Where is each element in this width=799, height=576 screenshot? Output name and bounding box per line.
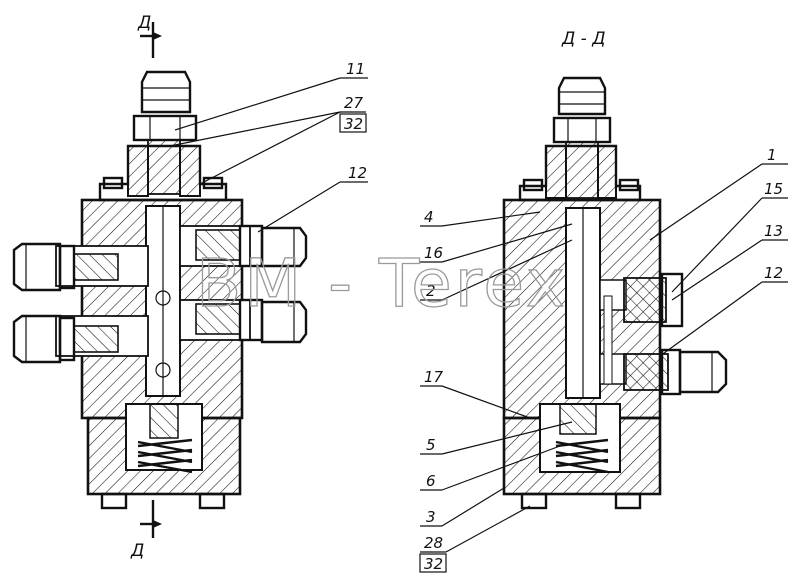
label-4: 4 bbox=[424, 208, 434, 226]
label-12-right: 12 bbox=[764, 264, 783, 282]
label-13: 13 bbox=[764, 222, 783, 240]
label-15: 15 bbox=[764, 180, 783, 198]
plug-15 bbox=[623, 272, 684, 328]
side-fitting-12 bbox=[623, 348, 728, 396]
label-1: 1 bbox=[767, 146, 777, 164]
left-lower-cover bbox=[86, 403, 242, 510]
section-indicator-top: Д bbox=[137, 13, 162, 58]
top-cap bbox=[127, 145, 149, 197]
top-fitting bbox=[132, 70, 198, 195]
label-3: 3 bbox=[426, 508, 436, 526]
label-28: 28 bbox=[424, 534, 443, 552]
right-lower-cover bbox=[502, 403, 662, 510]
watermark: BM - Terex bbox=[196, 245, 568, 322]
label-11: 11 bbox=[346, 60, 365, 78]
section-indicator-bottom: Д bbox=[130, 500, 162, 561]
left-view: Д Д bbox=[12, 13, 368, 561]
label-2: 2 bbox=[426, 282, 436, 300]
label-17: 17 bbox=[424, 368, 444, 386]
label-16: 16 bbox=[424, 244, 443, 262]
label-12-left: 12 bbox=[348, 164, 367, 182]
left-fittings bbox=[12, 242, 119, 364]
right-view: Д - Д bbox=[419, 29, 788, 573]
section-mark-bottom: Д bbox=[130, 541, 144, 561]
label-5: 5 bbox=[426, 436, 436, 454]
section-title: Д - Д bbox=[561, 29, 606, 49]
label-27: 27 bbox=[344, 94, 364, 112]
label-32-right: 32 bbox=[424, 555, 443, 573]
right-fittings bbox=[195, 224, 308, 344]
label-32-left: 32 bbox=[344, 115, 363, 133]
section-mark-top: Д bbox=[137, 13, 151, 33]
right-top-fitting bbox=[552, 76, 612, 199]
label-6: 6 bbox=[426, 472, 436, 490]
